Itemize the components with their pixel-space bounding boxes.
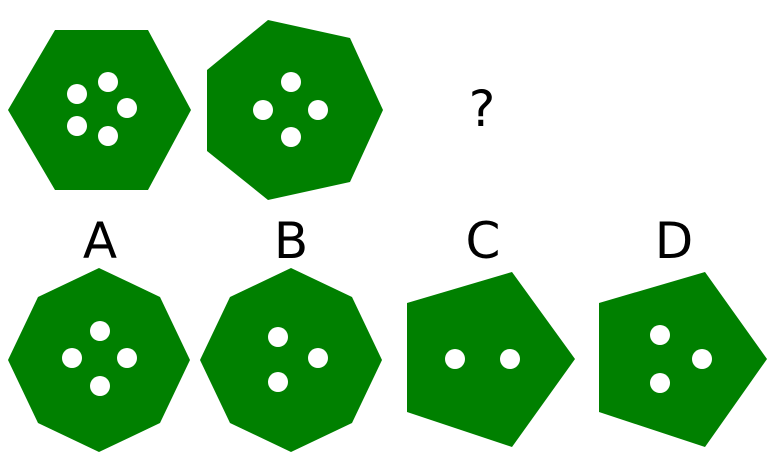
sequence-shape-1 [8,30,191,190]
question-mark: ? [469,80,496,138]
pentagon-shape [407,272,575,447]
dot [98,72,118,92]
dot [650,325,670,345]
dot [98,126,118,146]
dot [650,373,670,393]
dot [268,372,288,392]
pentagon-shape [599,272,767,447]
hexagon-shape [8,30,191,190]
option-c-shape[interactable] [407,272,575,447]
dot [90,376,110,396]
option-b-shape[interactable] [200,268,382,452]
dot [692,349,712,369]
dot [67,116,87,136]
option-label-a: A [83,212,117,270]
dot [281,127,301,147]
option-label-c: C [466,212,501,270]
dot [281,72,301,92]
option-a-shape[interactable] [8,268,190,452]
dot [117,348,137,368]
heptagon-shape [8,268,190,452]
dot [62,348,82,368]
dot [308,348,328,368]
dot [117,98,137,118]
sequence-shape-2 [207,20,383,200]
dot [268,327,288,347]
heptagon-shape [207,20,383,200]
dot [90,321,110,341]
dot [67,84,87,104]
option-d-shape[interactable] [599,272,767,447]
dot [253,100,273,120]
option-label-d: D [655,212,694,270]
dot [308,100,328,120]
dot [500,349,520,369]
heptagon-shape [200,268,382,452]
option-label-b: B [274,212,308,270]
dot [445,349,465,369]
